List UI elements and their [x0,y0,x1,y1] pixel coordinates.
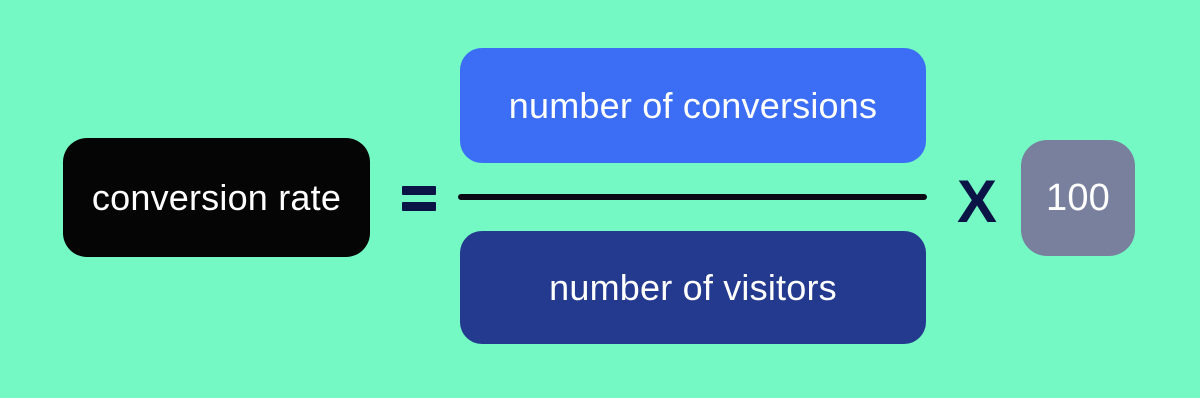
multiplier-value: 100 [1045,176,1110,219]
result-label: conversion rate [91,176,342,218]
numerator-box: number of conversions [460,48,926,163]
fraction-line [458,194,927,200]
equals-sign: = [402,186,436,211]
multiply-symbol-text: X [956,167,998,235]
result-box: conversion rate [63,138,370,257]
multiplier-box: 100 [1021,140,1135,256]
numerator-label: number of conversions [508,84,878,126]
denominator-label: number of visitors [549,266,837,308]
denominator-box: number of visitors [460,231,926,344]
equals-top-bar [402,186,436,195]
equals-bottom-bar [402,202,436,211]
multiply-sign: X [946,168,1008,235]
